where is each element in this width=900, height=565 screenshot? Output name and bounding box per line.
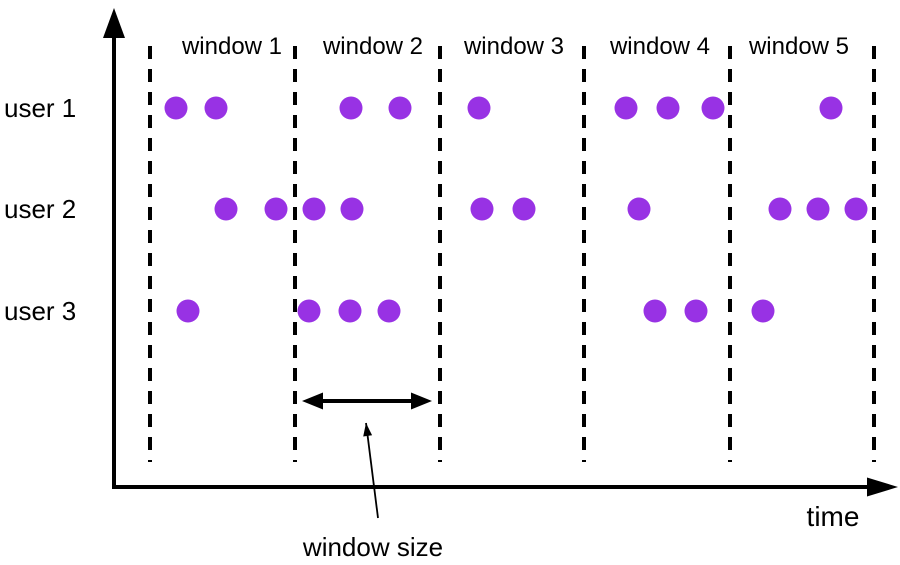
event-dot-user2-8 xyxy=(768,197,792,221)
event-dot-user1-8 xyxy=(701,96,725,120)
event-dot-user2-7 xyxy=(627,197,651,221)
event-dot-user3-5 xyxy=(643,299,667,323)
window-size-label: window size xyxy=(302,532,444,562)
event-dot-user1-2 xyxy=(204,96,228,120)
window-5-label: window 5 xyxy=(748,33,850,60)
event-dot-user3-6 xyxy=(684,299,708,323)
event-dot-user1-1 xyxy=(164,96,188,120)
event-dot-user3-1 xyxy=(176,299,200,323)
window-size-arrowhead-left xyxy=(302,392,323,410)
event-dot-user1-4 xyxy=(388,96,412,120)
user-2-label: user 2 xyxy=(4,194,77,224)
window-size-arrowhead-right xyxy=(411,392,432,410)
event-dot-user2-10 xyxy=(844,197,868,221)
window-4-label: window 4 xyxy=(609,33,711,60)
event-dot-user1-6 xyxy=(614,96,638,120)
y-axis-arrowhead xyxy=(103,8,125,38)
event-dot-user1-9 xyxy=(819,96,843,120)
event-dot-user2-6 xyxy=(512,197,536,221)
window-2-label: window 2 xyxy=(322,33,424,60)
window-size-pointer-line xyxy=(365,422,379,519)
event-dot-user1-3 xyxy=(339,96,363,120)
event-dot-user2-4 xyxy=(340,197,364,221)
event-dot-user3-4 xyxy=(377,299,401,323)
window-size-pointer-arrowhead xyxy=(363,423,373,437)
window-1-label: window 1 xyxy=(181,33,283,60)
user-1-label: user 1 xyxy=(4,93,77,123)
event-dot-user2-1 xyxy=(214,197,238,221)
event-dot-user2-5 xyxy=(470,197,494,221)
user-3-label: user 3 xyxy=(4,296,77,326)
event-dot-user2-3 xyxy=(302,197,326,221)
event-dot-user2-2 xyxy=(264,197,288,221)
window-3-label: window 3 xyxy=(463,33,565,60)
x-axis-arrowhead xyxy=(867,477,898,497)
time-axis-label: time xyxy=(806,501,860,532)
event-dot-user1-7 xyxy=(656,96,680,120)
event-dot-user3-3 xyxy=(338,299,362,323)
event-dot-user2-9 xyxy=(806,197,830,221)
event-dot-user3-7 xyxy=(751,299,775,323)
event-dot-user1-5 xyxy=(467,96,491,120)
event-dot-user3-2 xyxy=(297,299,321,323)
